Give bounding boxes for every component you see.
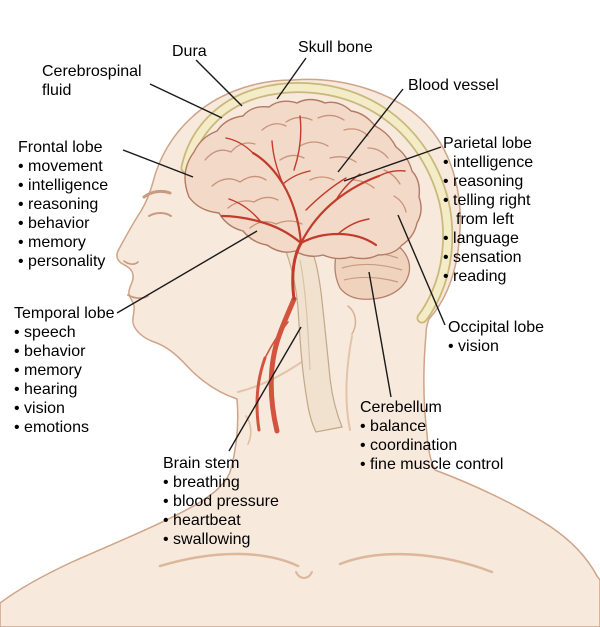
function-item: sensation	[443, 248, 559, 267]
leader-line-cerebellum	[368, 271, 392, 398]
leader-line-frontal-lobe	[122, 149, 194, 178]
function-list: intelligencereasoningtelling right from …	[443, 153, 559, 286]
function-item: intelligence	[18, 176, 108, 195]
mouth-line	[127, 294, 149, 300]
function-item: telling right from left	[443, 191, 559, 229]
left-clavicle-line	[158, 552, 300, 568]
function-item: coordination	[360, 436, 503, 455]
label-blood-vessel: Blood vessel	[408, 76, 499, 95]
label-title: Parietal lobe	[443, 135, 532, 152]
function-item: reading	[443, 267, 559, 286]
function-item: behavior	[18, 214, 108, 233]
label-cerebellum: Cerebellum balancecoordinationfine muscl…	[360, 398, 503, 474]
function-item: heartbeat	[163, 511, 279, 530]
label-occipital-lobe: Occipital lobe vision	[448, 318, 544, 356]
function-item: memory	[18, 233, 108, 252]
leader-line-cerebrospinal-fluid	[149, 83, 223, 119]
blood-vessels	[220, 115, 406, 434]
eye-line	[148, 212, 172, 217]
label-skull-bone: Skull bone	[298, 38, 373, 57]
function-item: vision	[14, 399, 115, 418]
label-frontal-lobe: Frontal lobe movementintelligencereasoni…	[18, 138, 108, 271]
function-list: balancecoordinationfine muscle control	[360, 417, 503, 474]
function-list: vision	[448, 337, 544, 356]
label-title: Dura	[172, 43, 207, 60]
brain-gyri	[204, 114, 407, 229]
function-item: reasoning	[443, 172, 559, 191]
leader-line-skull-bone	[276, 57, 307, 100]
function-item: memory	[14, 361, 115, 380]
label-title: Frontal lobe	[18, 139, 103, 156]
ear-hint-line	[347, 305, 357, 335]
function-item: reasoning	[18, 195, 108, 214]
leader-line-temporal-lobe	[116, 230, 258, 314]
label-dura: Dura	[172, 42, 207, 61]
right-clavicle-line	[338, 552, 494, 574]
skull-band	[180, 82, 454, 324]
function-item: hearing	[14, 380, 115, 399]
function-item: behavior	[14, 342, 115, 361]
label-brain-stem: Brain stem breathingblood pressureheartb…	[163, 454, 279, 549]
function-item: language	[443, 229, 559, 248]
function-item: speech	[14, 323, 115, 342]
function-list: movementintelligencereasoningbehaviormem…	[18, 157, 108, 271]
function-item: vision	[448, 337, 544, 356]
function-item: movement	[18, 157, 108, 176]
label-title: Cerebrospinal fluid	[42, 63, 142, 99]
function-item: emotions	[14, 418, 115, 437]
function-item: intelligence	[443, 153, 559, 172]
function-list: breathingblood pressureheartbeatswallowi…	[163, 473, 279, 549]
function-item: fine muscle control	[360, 455, 503, 474]
label-parietal-lobe: Parietal lobe intelligencereasoningtelli…	[443, 134, 559, 286]
eyebrow-line	[142, 189, 172, 199]
label-temporal-lobe: Temporal lobe speechbehaviormemoryhearin…	[14, 304, 115, 437]
label-title: Skull bone	[298, 39, 373, 56]
label-cerebrospinal-fluid: Cerebrospinal fluid	[42, 62, 168, 100]
label-title: Occipital lobe	[448, 319, 545, 336]
label-title: Temporal lobe	[14, 305, 115, 322]
label-title: Cerebellum	[360, 399, 442, 416]
leader-line-occipital-lobe	[397, 214, 446, 326]
function-item: blood pressure	[163, 492, 279, 511]
neck-muscle-line	[345, 335, 353, 431]
brain-stem-shape	[283, 245, 343, 433]
nostril-line	[123, 260, 139, 265]
leader-line-dura	[195, 59, 243, 107]
sternal-notch-line	[295, 571, 313, 579]
leader-line-brain-stem	[228, 326, 302, 452]
leader-line-parietal-lobe	[343, 146, 442, 182]
function-item: balance	[360, 417, 503, 436]
function-item: swallowing	[163, 530, 279, 549]
leader-line-blood-vessel	[337, 88, 404, 173]
function-item: breathing	[163, 473, 279, 492]
function-item: personality	[18, 252, 108, 271]
label-title: Brain stem	[163, 455, 240, 472]
function-list: speechbehaviormemoryhearingvisionemotion…	[14, 323, 115, 437]
label-title: Blood vessel	[408, 77, 499, 94]
leader-lines	[116, 57, 446, 452]
